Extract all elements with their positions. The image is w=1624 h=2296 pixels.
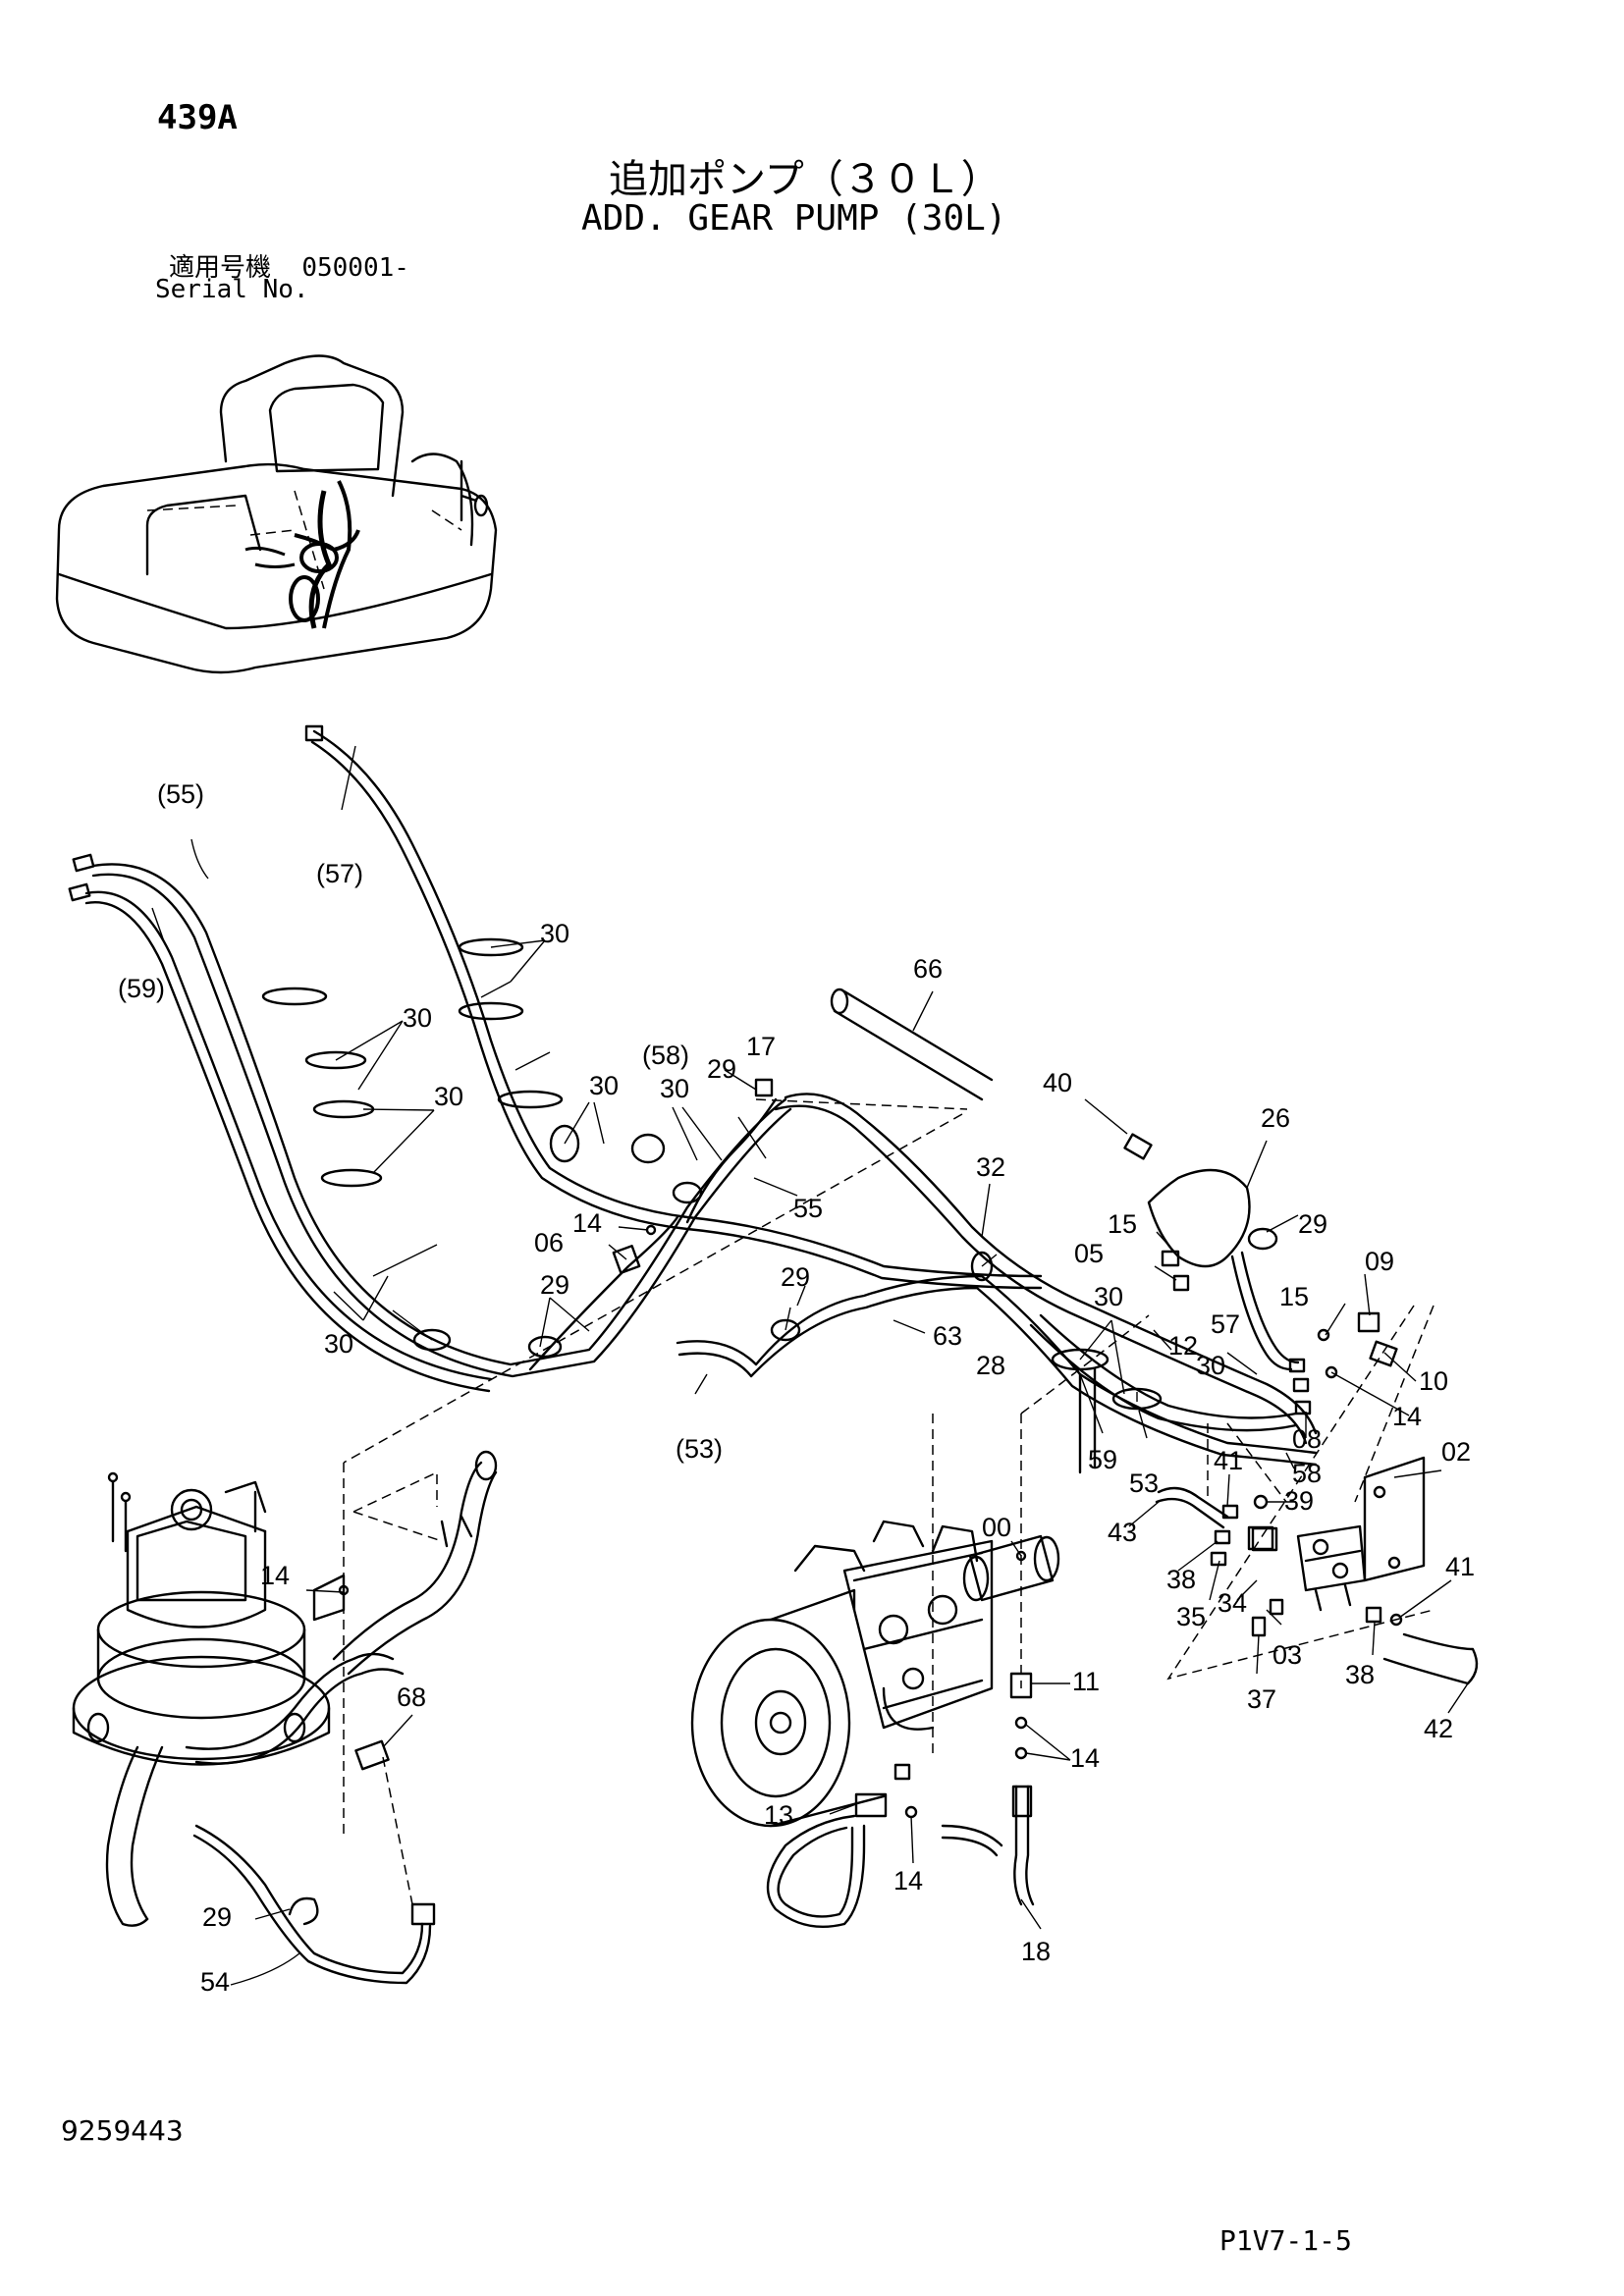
callout-label: 30	[324, 1329, 353, 1359]
valve-block-assembly	[1247, 1456, 1426, 1612]
callout-label: 30	[434, 1082, 463, 1111]
callout-label: 30	[403, 1003, 432, 1033]
callout-label: 11	[1072, 1667, 1100, 1696]
callout-label: 29	[1298, 1209, 1327, 1239]
callout-label: 55	[793, 1194, 823, 1223]
callout-label: 34	[1218, 1588, 1247, 1618]
callout-label: 03	[1272, 1640, 1302, 1670]
title-japanese: 追加ポンプ（３０Ｌ）	[609, 157, 1001, 202]
callout-label: 26	[1261, 1103, 1290, 1133]
callout-label: 30	[1094, 1282, 1123, 1311]
callout-label: 02	[1441, 1437, 1471, 1467]
callout-label: 54	[200, 1967, 230, 1997]
callout-label: 35	[1176, 1602, 1206, 1631]
callout-label: 12	[1168, 1331, 1198, 1361]
callout-label: 00	[982, 1513, 1011, 1542]
callout-label: 38	[1345, 1660, 1375, 1689]
serial-value: 050001-	[301, 253, 409, 283]
callout-label: (57)	[316, 859, 363, 888]
callout-label: 32	[976, 1152, 1005, 1182]
callout-label: 14	[893, 1866, 923, 1896]
page-reference: P1V7-1-5	[1219, 2224, 1352, 2257]
swing-motor-assembly	[72, 1450, 498, 1927]
callout-label: (58)	[642, 1041, 689, 1070]
callout-label: 59	[1088, 1445, 1117, 1474]
callout-label: 15	[1279, 1282, 1309, 1311]
callout-label: 42	[1424, 1714, 1453, 1743]
assembly-reference-lines	[343, 1098, 1435, 1905]
excavator-overview-illustration	[55, 354, 498, 674]
callout-label: 14	[1070, 1743, 1100, 1773]
page-code: 439A	[157, 98, 238, 137]
callout-label: 13	[764, 1800, 793, 1830]
swing-hose-54	[192, 1824, 436, 1985]
hose-assemblies	[68, 724, 1479, 1685]
callout-label: 37	[1247, 1684, 1276, 1714]
callout-label: 08	[1292, 1424, 1322, 1454]
callout-label: 28	[976, 1351, 1005, 1380]
callout-label: (53)	[676, 1434, 723, 1464]
callout-label: (55)	[157, 779, 204, 809]
callout-label: 14	[260, 1561, 290, 1590]
main-pump-assembly	[690, 1367, 1097, 1928]
callout-label: 06	[534, 1228, 564, 1257]
callout-label: 29	[202, 1902, 232, 1932]
callout-label: 29	[707, 1054, 736, 1084]
callout-label: 18	[1021, 1937, 1051, 1966]
serial-label-english: Serial No.	[155, 275, 309, 304]
callout-label: 09	[1365, 1247, 1394, 1276]
callout-label: 30	[540, 919, 569, 948]
callout-label: 05	[1074, 1239, 1104, 1268]
callout-label: 29	[540, 1270, 569, 1300]
callout-label: 15	[1108, 1209, 1137, 1239]
callout-label: 57	[1211, 1309, 1240, 1339]
callout-label: 41	[1214, 1446, 1243, 1475]
title-english: ADD. GEAR PUMP (30L)	[581, 198, 1007, 239]
callout-label: 30	[1196, 1351, 1225, 1380]
callout-label: 14	[1392, 1402, 1422, 1431]
serial-label-japanese: 適用号機 050001-	[169, 247, 409, 284]
document-number: 9259443	[61, 2114, 184, 2147]
callout-label: 63	[933, 1321, 962, 1351]
callout-label: 43	[1108, 1518, 1137, 1547]
callout-label: 30	[660, 1074, 689, 1103]
callout-label: 17	[746, 1032, 776, 1061]
leader-lines	[151, 745, 1469, 1986]
callout-label: 38	[1166, 1565, 1196, 1594]
callout-label: 41	[1445, 1552, 1475, 1581]
callout-label: 68	[397, 1682, 426, 1712]
callout-label: 29	[781, 1262, 810, 1292]
callout-label: 40	[1043, 1068, 1072, 1097]
callout-label: 39	[1284, 1486, 1314, 1516]
callout-numbers: (55) (57) 30 (59) 30 66 (58) 17 29 30 30…	[118, 779, 1475, 1997]
callout-label: 53	[1129, 1468, 1159, 1498]
callout-label: 14	[572, 1208, 602, 1238]
serial-label-jp: 適用号機	[169, 253, 272, 283]
callout-label: 10	[1419, 1366, 1448, 1396]
callout-label: (59)	[118, 974, 165, 1003]
callout-label: 66	[913, 954, 943, 984]
callout-label: 58	[1292, 1459, 1322, 1488]
callout-label: 30	[589, 1071, 619, 1100]
